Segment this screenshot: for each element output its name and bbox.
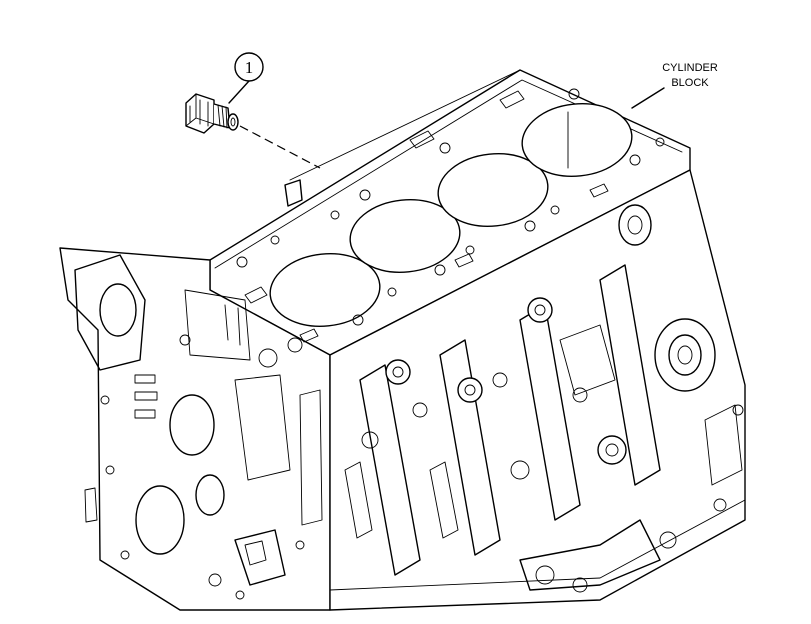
cylinder-bores (269, 103, 633, 327)
front-face-details (74, 254, 323, 600)
deck-holes (236, 88, 665, 343)
sensor-part (185, 93, 321, 169)
callout-1: 1 (228, 52, 264, 104)
cylinder-block-label: CYLINDER BLOCK (631, 62, 718, 109)
right-face-details (329, 204, 746, 593)
engine-block (59, 69, 746, 611)
svg-text:BLOCK: BLOCK (671, 77, 709, 89)
svg-text:CYLINDER: CYLINDER (662, 62, 718, 74)
callout-number: 1 (245, 58, 254, 77)
